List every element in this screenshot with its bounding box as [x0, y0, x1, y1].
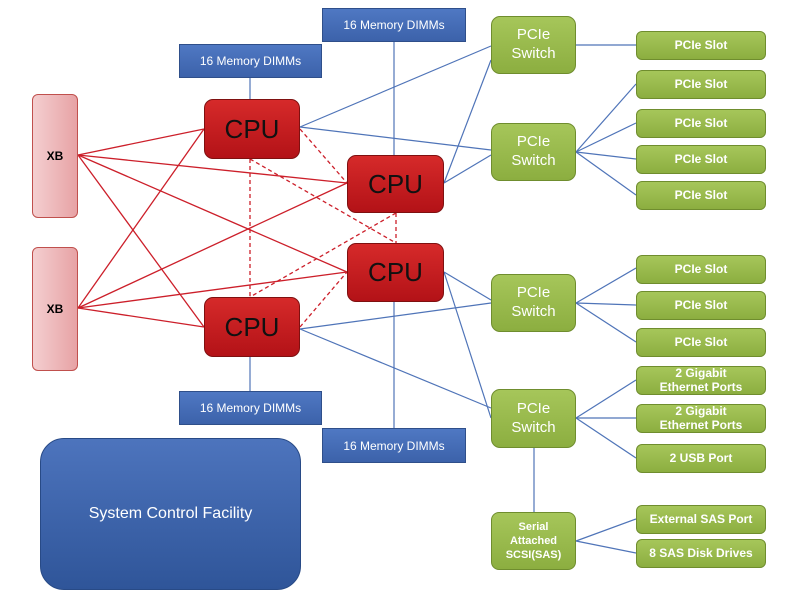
- system-control-facility: System Control Facility: [40, 438, 301, 590]
- cpu-bottom-right: CPU: [347, 243, 444, 302]
- pcie-switch-4: PCIe Switch: [491, 389, 576, 448]
- pcie-switch-1: PCIe Switch: [491, 16, 576, 74]
- cpu-top-right: CPU: [347, 155, 444, 213]
- pcie-slot: PCIe Slot: [636, 181, 766, 210]
- xb-crossbar-bottom: XB: [32, 247, 78, 371]
- pcie-slot: PCIe Slot: [636, 145, 766, 174]
- pcie-slot: PCIe Slot: [636, 255, 766, 284]
- pcie-slot: PCIe Slot: [636, 328, 766, 357]
- pcie-slot: PCIe Slot: [636, 31, 766, 60]
- memory-dimms-bottom-left: 16 Memory DIMMs: [179, 391, 322, 425]
- ethernet-ports-2: 2 Gigabit Ethernet Ports: [636, 404, 766, 433]
- pcie-switch-2: PCIe Switch: [491, 123, 576, 181]
- sas-disk-drives: 8 SAS Disk Drives: [636, 539, 766, 568]
- io-links: [249, 42, 637, 554]
- external-sas-port: External SAS Port: [636, 505, 766, 534]
- memory-dimms-top-left: 16 Memory DIMMs: [179, 44, 322, 78]
- cpu-cpu-links: [249, 128, 397, 328]
- sas-controller: Serial Attached SCSI(SAS): [491, 512, 576, 570]
- pcie-slot: PCIe Slot: [636, 109, 766, 138]
- ethernet-ports-1: 2 Gigabit Ethernet Ports: [636, 366, 766, 395]
- pcie-slot: PCIe Slot: [636, 70, 766, 99]
- memory-dimms-top-right: 16 Memory DIMMs: [322, 8, 466, 42]
- pcie-slot: PCIe Slot: [636, 291, 766, 320]
- cpu-top-left: CPU: [204, 99, 300, 159]
- xb-cpu-links: [77, 128, 348, 328]
- pcie-switch-3: PCIe Switch: [491, 274, 576, 332]
- xb-crossbar-top: XB: [32, 94, 78, 218]
- cpu-bottom-left: CPU: [204, 297, 300, 357]
- memory-dimms-bottom-right: 16 Memory DIMMs: [322, 428, 466, 463]
- usb-port: 2 USB Port: [636, 444, 766, 473]
